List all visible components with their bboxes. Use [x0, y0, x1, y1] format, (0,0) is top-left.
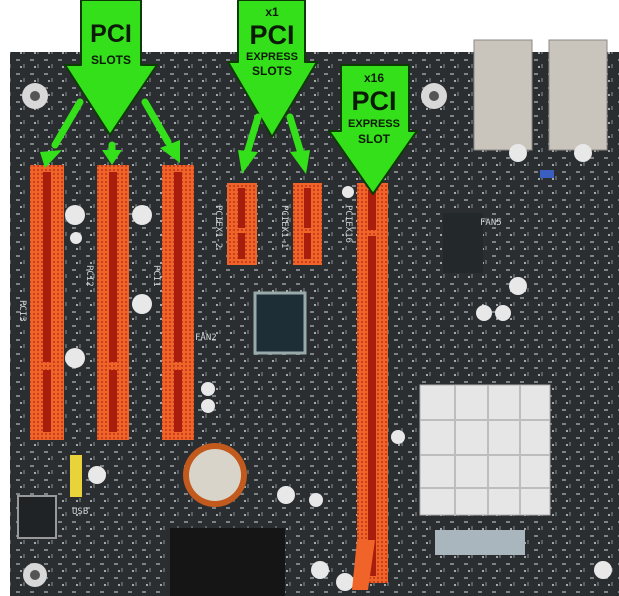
pci-callout-arrow [64, 0, 158, 136]
arrow-head [238, 150, 258, 174]
pci-callout-subtitle: SLOTS [91, 53, 131, 67]
pcie-x16-slot [352, 183, 388, 590]
silk-usb: USB [72, 507, 88, 517]
silk-fan5: FAN5 [480, 218, 502, 228]
ethernet-port [473, 39, 533, 151]
pcie-x1-slot-1 [293, 183, 322, 265]
silk-pciex1-1: PCIEX1-1 [279, 205, 289, 248]
pcie-x16-callout-title: PCI [351, 86, 396, 116]
silk-pci2: PCI2 [84, 265, 94, 287]
usb-header [70, 455, 82, 497]
pci-callout-title: PCI [90, 20, 132, 48]
silk-pci1: PCI1 [151, 265, 161, 287]
arrow-head [40, 150, 62, 168]
pcie-x1-callout-line2: EXPRESS [246, 51, 298, 63]
pci-slot-2 [97, 165, 129, 440]
silk-fan2: FAN2 [195, 333, 217, 343]
silk-pci3: PCI3 [17, 300, 27, 322]
ic-chip [443, 213, 483, 273]
pcie-x1-callout-title: PCI [249, 20, 294, 50]
arrow-head [290, 150, 310, 174]
pcie-x1-callout-arrow [227, 0, 318, 138]
black-heatsink [170, 528, 285, 596]
pcie-x1-slot-2 [227, 183, 257, 265]
heatsink [419, 384, 551, 516]
pcie-x16-callout-line2: EXPRESS [348, 118, 400, 130]
pcie-x16-callout-arrow [328, 64, 418, 195]
pcie-x1-callout-size: x1 [265, 5, 279, 19]
arrow-head [160, 140, 180, 163]
pcie-x1-callout-line3: SLOTS [252, 64, 292, 78]
ethernet-port [548, 39, 608, 151]
pcie-x16-callout-line3: SLOT [358, 132, 391, 146]
via-chip [253, 291, 307, 355]
jumper [540, 170, 554, 178]
silk-pciex16: PCIEX16 [343, 205, 353, 243]
pci-slot-3 [30, 165, 64, 440]
bios-chip [17, 495, 57, 539]
pci-slot-1 [162, 165, 194, 440]
sata-connector [435, 530, 525, 555]
arrow-head [102, 150, 122, 165]
pcie-x16-callout-size: x16 [364, 71, 384, 85]
silk-pciex1-2: PCIEX1-2 [213, 205, 223, 248]
capacitors [65, 144, 612, 591]
small-arrows [51, 98, 304, 156]
